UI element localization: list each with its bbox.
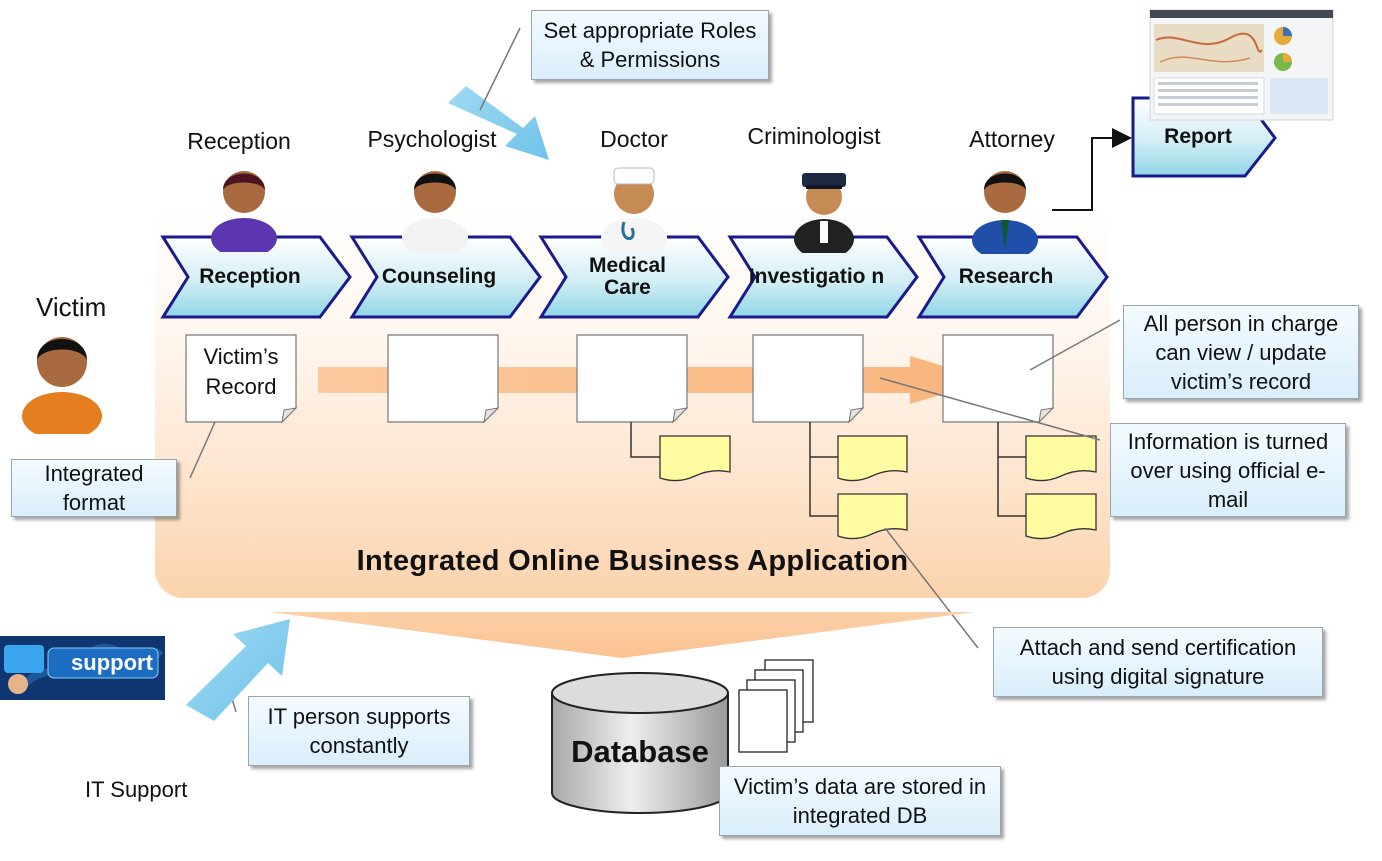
stored-db-callout: Victim’s data are stored in integrated D… [719,766,1001,836]
stage-chevron-medical [538,235,730,319]
role-label-reception: Reception [187,128,291,154]
record-doc-research [942,334,1054,423]
roles-permissions-callout: Set appropriate Roles & Permissions [531,10,769,80]
view-update-callout: All person in charge can view / update v… [1123,305,1359,399]
psychologist-person-icon [399,162,471,252]
report-label: Report [1164,125,1232,148]
stage-chevron-counseling [349,235,542,319]
stored-documents-stack [738,659,814,753]
role-label-criminologist: Criminologist [747,123,881,149]
attachment-connectors [630,422,1026,517]
report-connector [1052,128,1132,211]
victim-person-icon [18,326,106,434]
attorney-person-icon [968,162,1042,254]
reception-person-icon [208,162,280,252]
it-support-label: IT Support [85,777,188,802]
database-label: Database [571,734,709,769]
digital-signature-callout: Attach and send certification using digi… [993,627,1323,697]
attachment-notes [659,435,1097,540]
database-down-arrow [270,612,975,658]
integrated-format-callout: Integrated format [11,459,177,517]
record-doc-counseling [387,334,499,423]
doctor-person-icon [598,162,670,252]
stage-chevron-research [916,235,1109,319]
attachment-note [1025,435,1097,482]
it-support-arrow [186,619,290,721]
roles-arrow [448,27,549,160]
attachment-note [659,435,731,482]
support-banner-text: support [71,650,153,675]
stage-label-research: Research [958,265,1054,288]
it-person-callout: IT person supports constantly [248,696,470,766]
official-email-callout: Information is turned over using officia… [1110,423,1346,517]
role-label-doctor: Doctor [600,126,668,152]
application-title: Integrated Online Business Application [356,545,909,577]
support-banner [0,636,165,700]
record-documents [185,334,1054,423]
criminologist-person-icon [788,165,860,253]
stage-label-medical-care: Medical Care [588,254,667,299]
record-doc-investigation [752,334,864,423]
stage-label-counseling: Counseling [381,265,497,288]
victim-record-label: Victim’s Record [203,344,279,399]
victim-label: Victim [36,292,107,322]
stage-label-investigation: Investigatio n [748,265,885,288]
report-thumbnail [1149,9,1334,121]
stage-chevron-investigation [727,235,919,319]
role-label-psychologist: Psychologist [367,126,497,152]
role-label-attorney: Attorney [969,126,1055,152]
stage-chevrons [160,96,1277,319]
stage-label-reception: Reception [199,265,301,288]
attachment-note [837,493,908,540]
database-cylinder [551,672,729,814]
record-doc-medical [576,334,688,423]
attachment-note [837,435,908,482]
stage-chevron-reception [160,235,352,319]
attachment-note [1025,493,1097,540]
